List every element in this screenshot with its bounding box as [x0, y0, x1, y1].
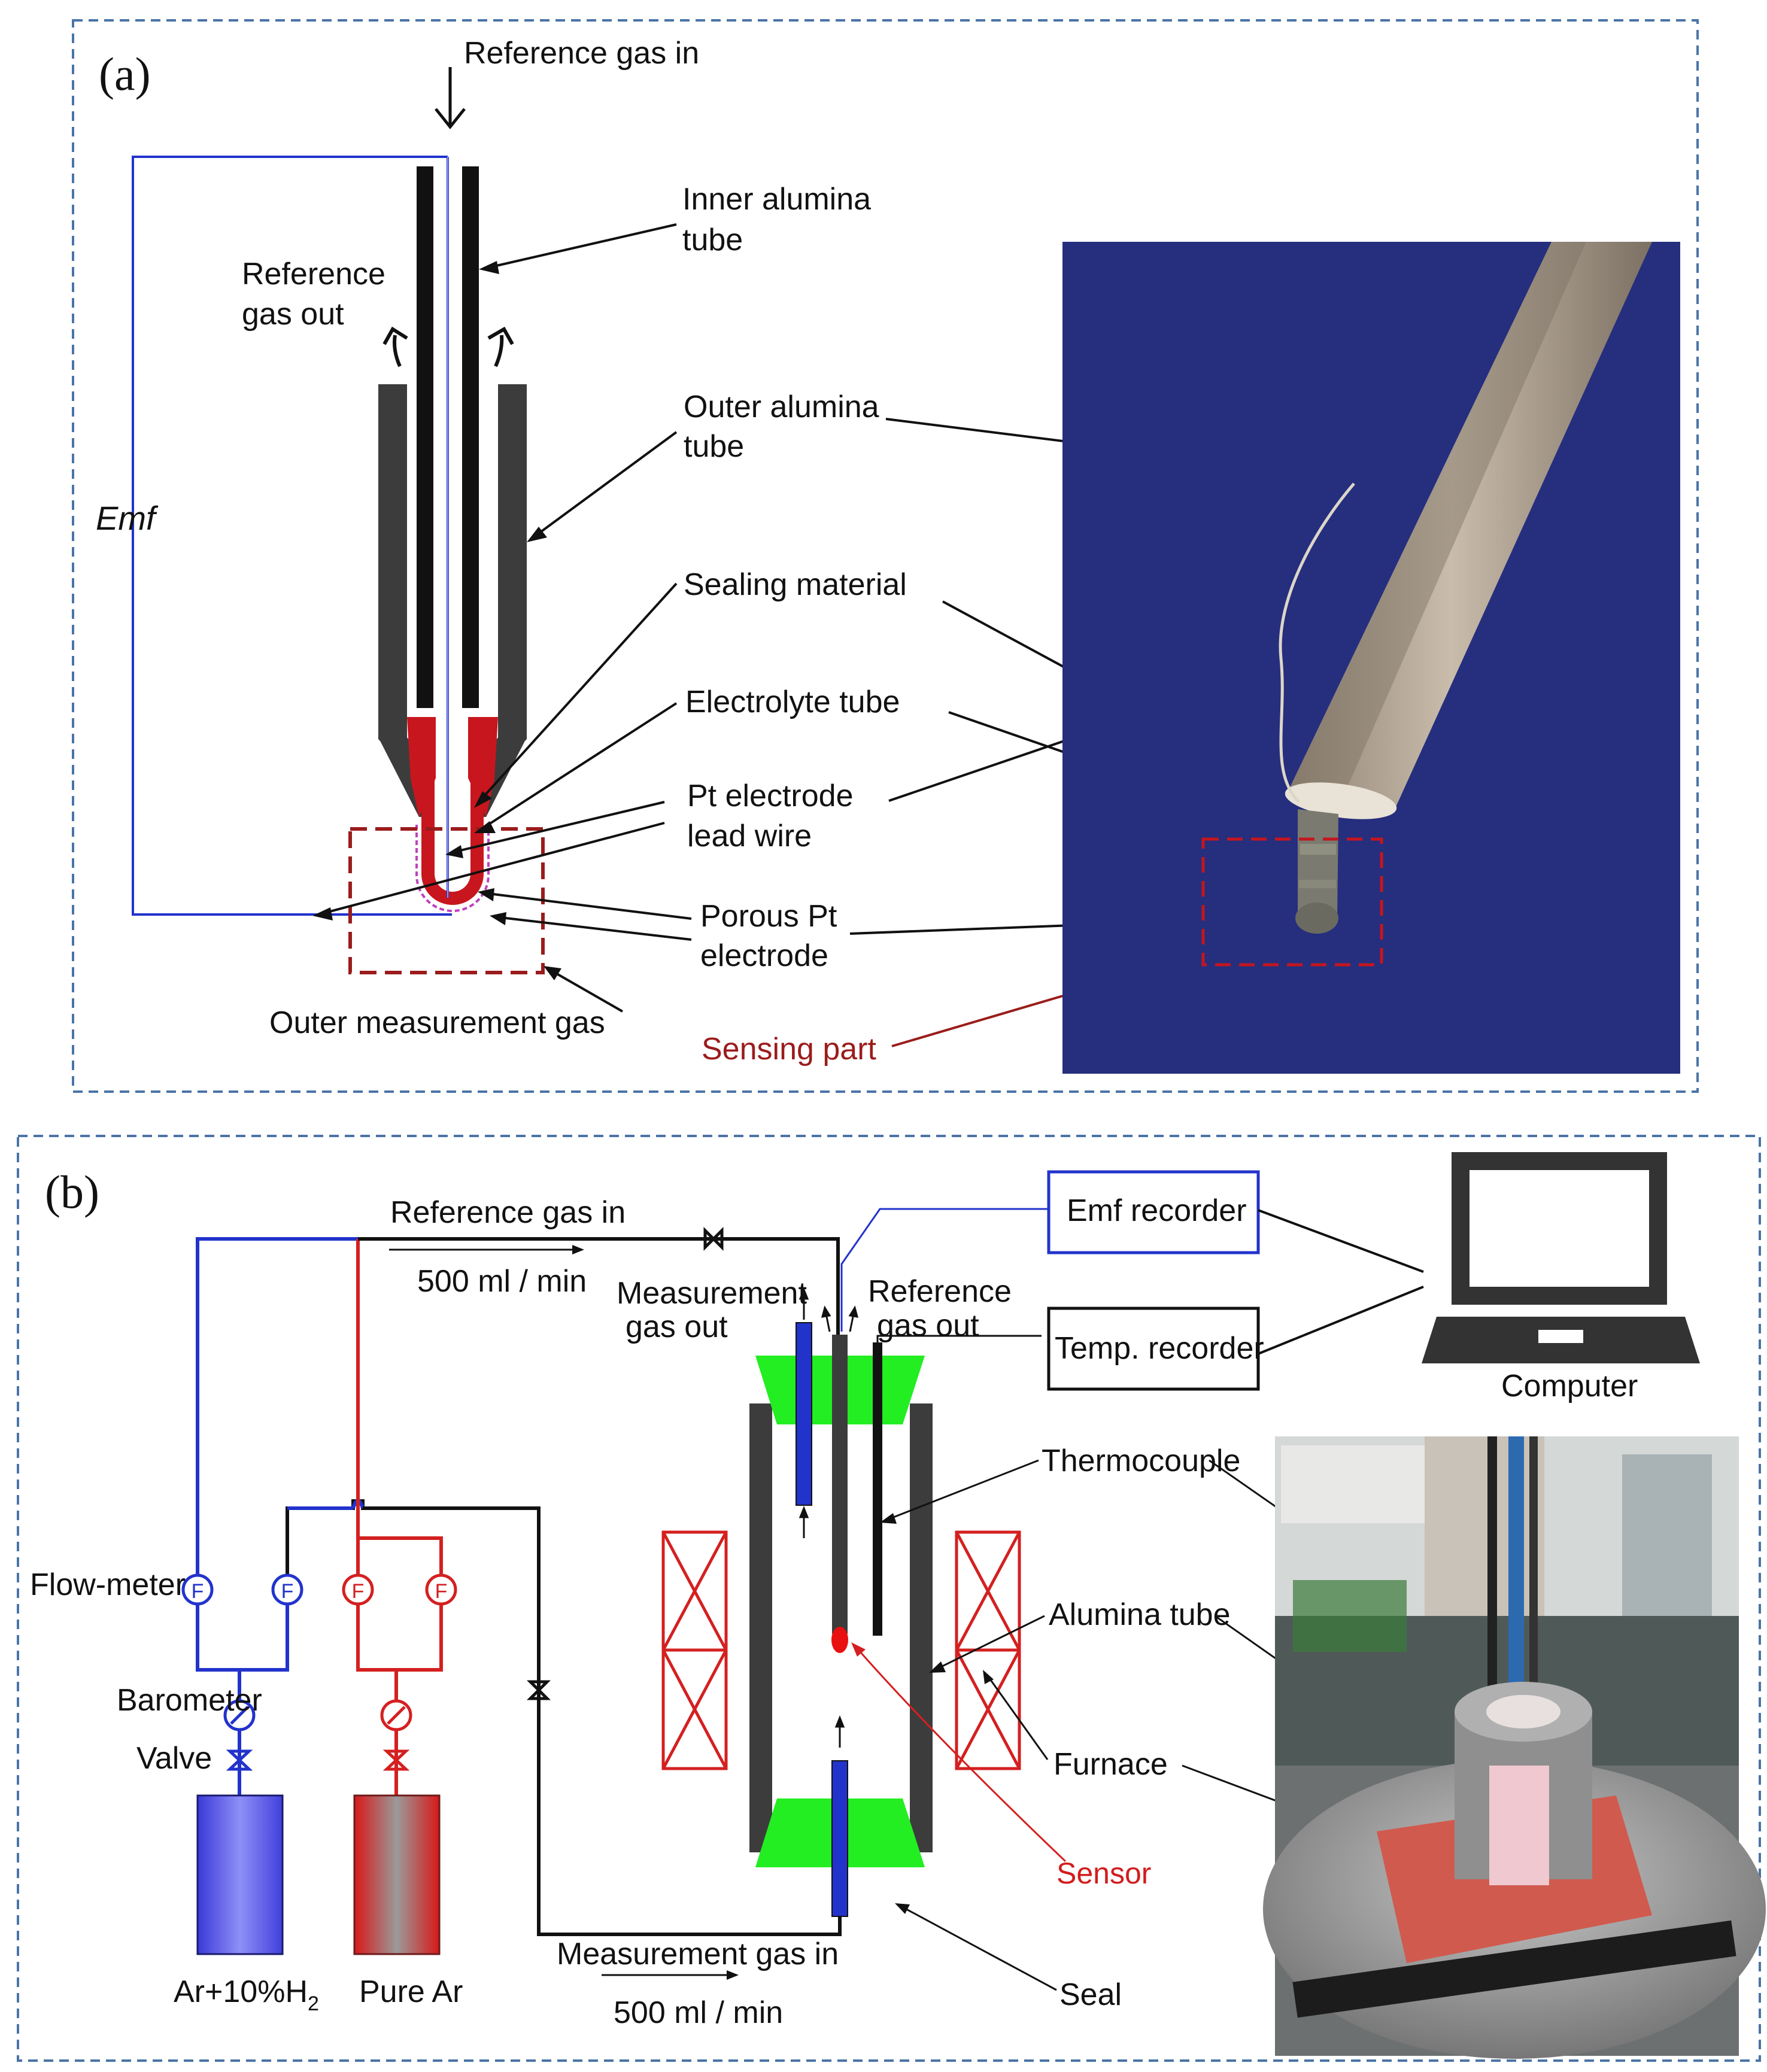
alumina-tube-left-wall: [749, 1403, 772, 1852]
label-pt-lead-1: Pt electrode: [687, 779, 854, 813]
label-sealing-material: Sealing material: [684, 567, 907, 602]
label-pt-lead-2: lead wire: [687, 819, 812, 853]
sensor-tip: [831, 1627, 848, 1653]
temp-recorder-box: [1047, 1307, 1260, 1391]
label-computer: Computer: [1501, 1369, 1638, 1403]
computer-laptop-icon: [1422, 1152, 1700, 1363]
flow-meter-symbol-2: F: [281, 1580, 294, 1603]
cylinder-pure-ar: [353, 1794, 441, 1955]
label-inner-tube-2: tube: [682, 223, 743, 257]
flow-meter-blue-2: [271, 1573, 303, 1606]
label-measurement-gas-in: Measurement gas in: [557, 1937, 839, 1971]
measurement-gas-inlet-tube: [831, 1760, 848, 1917]
label-outer-measurement-gas: Outer measurement gas: [269, 1005, 605, 1040]
flow-meter-red-2: [425, 1573, 457, 1606]
label-valve: Valve: [136, 1741, 212, 1776]
alumina-tube-right-wall: [910, 1403, 933, 1852]
label-thermocouple: Thermocouple: [1042, 1444, 1240, 1478]
panel-a-tag: (a): [99, 48, 151, 100]
label-reference-gas-in-b: Reference gas in: [390, 1195, 626, 1230]
label-emf-recorder: Emf recorder: [1067, 1193, 1247, 1228]
leader-arrowheads-b: [880, 1513, 994, 1914]
valves: [226, 1226, 724, 1771]
label-reference-gas-in-a: Reference gas in: [464, 36, 699, 71]
label-furnace: Furnace: [1053, 1747, 1168, 1782]
valve-top: [703, 1226, 724, 1251]
emf-recorder-box: [1047, 1170, 1260, 1254]
label-reference-gas-out-b-1: Reference: [868, 1274, 1012, 1309]
flow-meters: F F F F: [181, 1573, 457, 1606]
electrolyte-tube: [421, 778, 484, 905]
panel-b-tag: (b): [45, 1166, 99, 1218]
emf-circuit-wire: [132, 156, 452, 916]
flow-arrows-b: [799, 1287, 859, 1748]
inner-alumina-tube-left: [417, 166, 433, 708]
flow-meter-blue-1: [181, 1573, 214, 1606]
photo-lead-wire: [1279, 482, 1355, 803]
photo-outer-tube: [1286, 242, 1652, 807]
label-temp-recorder: Temp. recorder: [1055, 1331, 1264, 1366]
label-measurement-gas-out-2: gas out: [626, 1310, 728, 1344]
label-electrolyte-tube: Electrolyte tube: [685, 685, 900, 719]
flow-meter-symbol-1: F: [192, 1580, 204, 1603]
label-cylinder-pure-ar: Pure Ar: [359, 1974, 463, 2009]
label-emf: Emf: [96, 499, 159, 537]
label-porous-pt-1: Porous Pt: [700, 899, 837, 934]
label-sensing-part: Sensing part: [702, 1032, 877, 1067]
label-barometer: Barometer: [117, 1683, 262, 1718]
label-porous-pt-2: electrode: [700, 938, 828, 973]
sensor-tube: [832, 1335, 848, 1634]
label-reference-gas-out-a-1: Reference: [242, 257, 385, 291]
panel-a-frame: [72, 19, 1699, 1093]
label-measurement-gas-out-1: Measurement: [617, 1276, 807, 1311]
valve-red: [382, 1749, 410, 1771]
label-alumina-tube: Alumina tube: [1049, 1597, 1231, 1632]
thermocouple-rod: [873, 1342, 882, 1636]
label-reference-gas-out-b-2: gas out: [877, 1308, 979, 1343]
measurement-gas-outlet-tube: [796, 1322, 812, 1506]
barometers: [223, 1699, 412, 1731]
furnace-heaters: [661, 1530, 1021, 1770]
label-inner-tube-1: Inner alumina: [682, 182, 871, 217]
flow-meter-symbol-4: F: [435, 1580, 448, 1603]
flow-meter-symbol-3: F: [352, 1580, 365, 1603]
sensor-schematic: Reference gas in Emf Reference gas out: [96, 36, 1461, 1067]
flow-meter-red-1: [342, 1573, 374, 1606]
valve-blue: [226, 1749, 253, 1771]
label-outer-tube-2: tube: [684, 429, 744, 464]
photo-electrolyte-tip: [1298, 809, 1338, 919]
label-cylinder-ar-h2: Ar+10%H2: [174, 1974, 319, 2015]
label-seal: Seal: [1059, 1977, 1122, 2012]
furnace-photo: [1263, 1436, 1766, 2059]
inner-alumina-tube-right: [462, 166, 479, 708]
sensor-photo: [1062, 242, 1680, 1074]
label-sensor: Sensor: [1056, 1857, 1151, 1890]
cylinder-ar-h2: [196, 1794, 284, 1955]
panel-b-frame: [17, 1135, 1761, 2062]
label-flow-meter: Flow-meter: [30, 1567, 186, 1602]
label-flow-rate-top: 500 ml / min: [417, 1264, 587, 1299]
gas-lines: [196, 1237, 842, 1936]
label-outer-tube-1: Outer alumina: [684, 390, 879, 424]
valve-measurement: [526, 1680, 551, 1700]
label-flow-rate-bottom: 500 ml / min: [614, 1995, 783, 2030]
label-reference-gas-out-a-2: gas out: [242, 297, 344, 332]
